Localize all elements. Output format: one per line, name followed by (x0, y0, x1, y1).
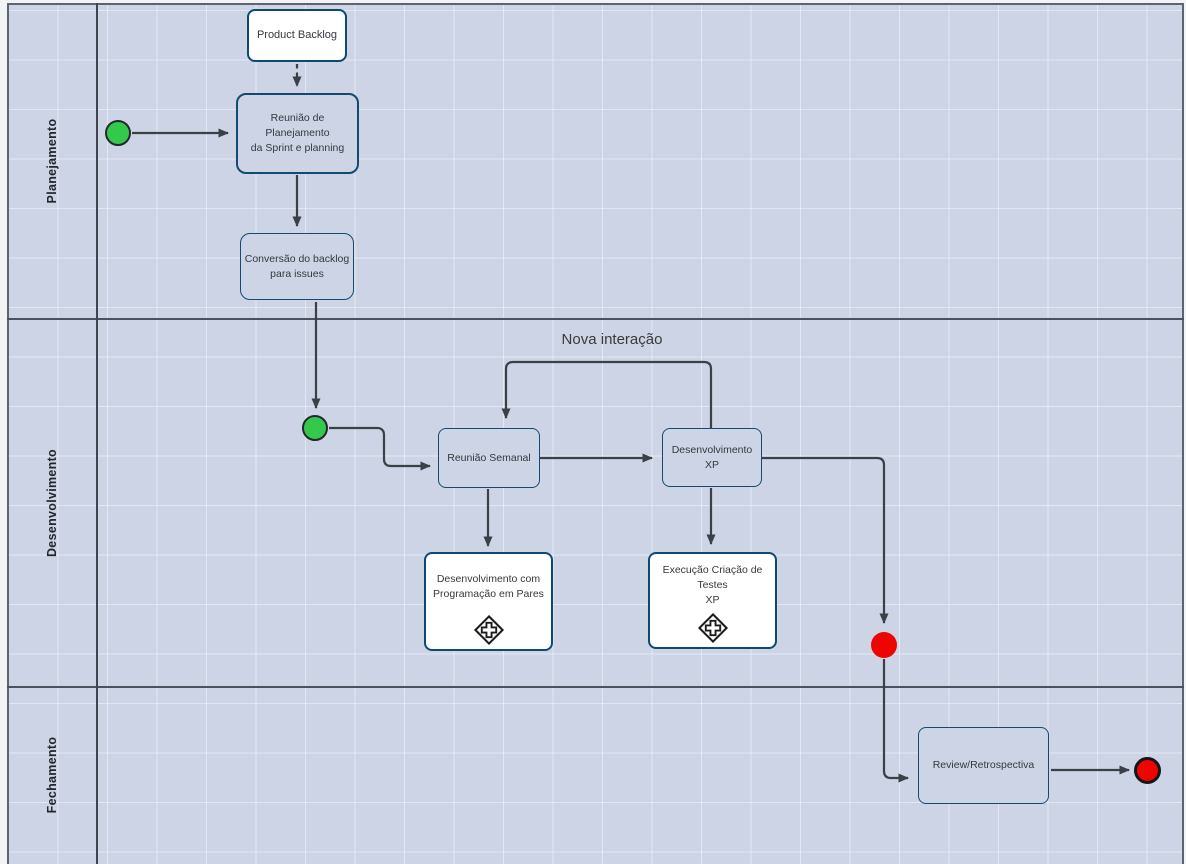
flow-start-desenvolvimento-to-reuniao-semanal (329, 426, 431, 471)
node-reuniao-planejamento[interactable]: Reunião de Planejamento da Sprint e plan… (236, 93, 359, 174)
flow-desenvolvimento-xp-to-intermediate-event (762, 456, 889, 624)
bpmn-pool (7, 3, 1184, 864)
intermediate-event-desenvolvimento[interactable] (871, 632, 897, 658)
start-event-planejamento[interactable] (105, 120, 131, 146)
node-conversao-backlog[interactable]: Conversão do backlog para issues (240, 233, 354, 300)
node-review-retrospectiva[interactable]: Review/Retrospectiva (918, 727, 1049, 804)
lane-divider-desenvolvimento-fechamento (7, 686, 1184, 688)
flow-intermediate-event-to-review (882, 659, 909, 783)
diamond-plus-icon (473, 614, 504, 646)
node-execucao-testes-label: Execução Criação de Testes XP (662, 564, 763, 606)
node-reuniao-planejamento-label: Reunião de Planejamento da Sprint e plan… (250, 112, 345, 154)
start-event-desenvolvimento[interactable] (302, 415, 328, 441)
node-reuniao-semanal[interactable]: Reunião Semanal (438, 428, 540, 488)
end-event-fechamento[interactable] (1134, 757, 1161, 784)
node-reuniao-semanal-label: Reunião Semanal (447, 451, 531, 464)
node-desenvolvimento-xp-label: Desenvolvimento XP (671, 443, 753, 471)
flow-nova-interacao-loop (501, 360, 713, 428)
lane-label-column-divider (96, 3, 98, 864)
node-desenvolvimento-xp[interactable]: Desenvolvimento XP (662, 428, 762, 487)
lane-divider-planejamento-desenvolvimento (7, 318, 1184, 320)
node-conversao-backlog-label: Conversão do backlog para issues (244, 252, 350, 280)
node-execucao-testes[interactable]: Execução Criação de Testes XP (648, 552, 777, 649)
diamond-plus-icon (697, 612, 728, 644)
node-programacao-pares[interactable]: Desenvolvimento com Programação em Pares (424, 552, 553, 651)
node-product-backlog-label: Product Backlog (256, 28, 338, 41)
node-review-retrospectiva-label: Review/Retrospectiva (932, 759, 1035, 772)
node-product-backlog[interactable]: Product Backlog (247, 9, 347, 62)
node-programacao-pares-label: Desenvolvimento com Programação em Pares (433, 572, 544, 600)
